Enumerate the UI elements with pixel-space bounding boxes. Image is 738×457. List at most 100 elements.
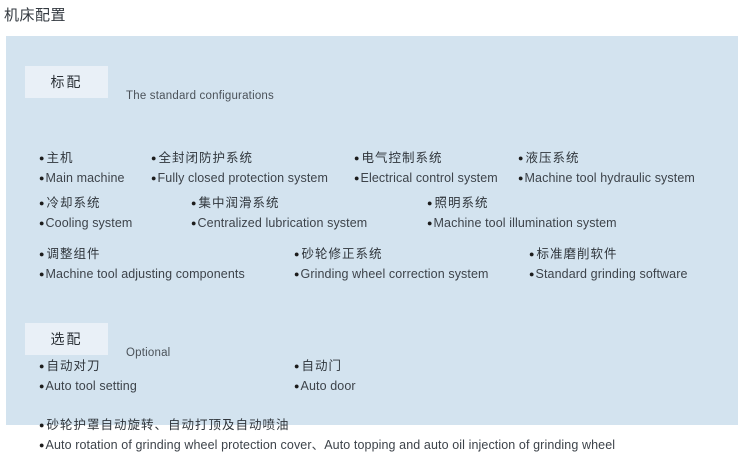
config-item-text-cn: 液压系统 [525, 151, 580, 165]
bullet-icon: ● [191, 198, 198, 208]
config-item: ●自动对刀●Auto tool setting [39, 356, 137, 396]
bullet-icon: ● [151, 173, 157, 183]
bullet-icon: ● [39, 173, 45, 183]
config-item-label-en: ●Machine tool adjusting components [39, 264, 245, 284]
config-item-label-en: ●Machine tool hydraulic system [518, 168, 695, 188]
config-item-label-cn: ●集中润滑系统 [191, 193, 367, 213]
config-item-text-cn: 冷却系统 [46, 196, 101, 210]
standard-row-3: ●调整组件●Machine tool adjusting components●… [6, 244, 738, 286]
bullet-icon: ● [294, 381, 300, 391]
bullet-icon: ● [529, 269, 535, 279]
config-item-text-cn: 调整组件 [46, 247, 101, 261]
bullet-icon: ● [518, 153, 525, 163]
config-item-text-cn: 自动对刀 [46, 359, 101, 373]
config-item-text-en: Electrical control system [360, 171, 498, 185]
config-item-label-cn: ●照明系统 [427, 193, 617, 213]
optional-caption: Optional [126, 347, 171, 359]
config-item-text-en: Machine tool illumination system [433, 216, 617, 230]
config-item-label-cn: ●砂轮修正系统 [294, 244, 489, 264]
config-item-label-cn: ●自动门 [294, 356, 356, 376]
config-item-text-cn: 集中润滑系统 [198, 196, 280, 210]
config-item: ●集中润滑系统●Centralized lubrication system [191, 193, 367, 233]
bullet-icon: ● [294, 269, 300, 279]
config-item-label-en: ●Fully closed protection system [151, 168, 328, 188]
config-item-label-cn: ●调整组件 [39, 244, 245, 264]
optional-row-2: ●砂轮护罩自动旋转、自动打顶及自动喷油●Auto rotation of gri… [6, 415, 738, 457]
bullet-icon: ● [529, 249, 536, 259]
config-item: ●电气控制系统●Electrical control system [354, 148, 498, 188]
config-item-label-cn: ●自动对刀 [39, 356, 137, 376]
config-item-text-cn: 标准磨削软件 [536, 247, 618, 261]
bullet-icon: ● [294, 361, 301, 371]
machine-configuration-panel: 标配 The standard configurations ●主机●Main … [6, 36, 738, 452]
config-item-label-en: ●Grinding wheel correction system [294, 264, 489, 284]
bullet-icon: ● [39, 420, 46, 430]
bullet-icon: ● [294, 249, 301, 259]
config-item-text-en: Auto tool setting [45, 379, 137, 393]
config-item-text-cn: 砂轮护罩自动旋转、自动打顶及自动喷油 [46, 418, 290, 432]
config-item-label-en: ●Auto tool setting [39, 376, 137, 396]
config-item-label-en: ●Standard grinding software [529, 264, 688, 284]
config-item-text-cn: 主机 [46, 151, 74, 165]
config-item-text-en: Centralized lubrication system [197, 216, 368, 230]
config-item-label-en: ●Cooling system [39, 213, 132, 233]
config-item-label-en: ●Auto door [294, 376, 356, 396]
config-item-label-en: ●Main machine [39, 168, 125, 188]
config-item: ●标准磨削软件●Standard grinding software [529, 244, 688, 284]
standard-tag-label: 标配 [50, 74, 83, 90]
config-item-text-en: Auto rotation of grinding wheel protecti… [45, 438, 616, 452]
config-item-label-cn: ●液压系统 [518, 148, 695, 168]
config-item-label-en: ●Electrical control system [354, 168, 498, 188]
config-item-label-cn: ●砂轮护罩自动旋转、自动打顶及自动喷油 [39, 415, 615, 435]
config-item-label-cn: ●标准磨削软件 [529, 244, 688, 264]
config-item-label-cn: ●电气控制系统 [354, 148, 498, 168]
bullet-icon: ● [39, 381, 45, 391]
standard-tag-badge: 标配 [25, 66, 108, 98]
standard-row-2: ●冷却系统●Cooling system●集中润滑系统●Centralized … [6, 193, 738, 235]
bullet-icon: ● [39, 218, 45, 228]
config-item-text-cn: 砂轮修正系统 [301, 247, 383, 261]
bullet-icon: ● [354, 153, 361, 163]
config-item: ●液压系统●Machine tool hydraulic system [518, 148, 695, 188]
bullet-icon: ● [354, 173, 360, 183]
page-title: 机床配置 [4, 7, 67, 24]
config-item-text-cn: 全封闭防护系统 [158, 151, 253, 165]
config-item-label-cn: ●全封闭防护系统 [151, 148, 328, 168]
bullet-icon: ● [427, 198, 434, 208]
config-item: ●调整组件●Machine tool adjusting components [39, 244, 245, 284]
bullet-icon: ● [39, 153, 46, 163]
config-item-label-cn: ●主机 [39, 148, 125, 168]
bullet-icon: ● [39, 269, 45, 279]
config-item-text-en: Machine tool hydraulic system [524, 171, 695, 185]
config-item-text-cn: 自动门 [301, 359, 342, 373]
bullet-icon: ● [39, 440, 45, 450]
standard-caption: The standard configurations [126, 90, 274, 102]
config-item-text-en: Grinding wheel correction system [300, 267, 489, 281]
standard-row-1: ●主机●Main machine●全封闭防护系统●Fully closed pr… [6, 148, 738, 190]
config-item-text-en: Main machine [45, 171, 125, 185]
config-item-label-en: ●Auto rotation of grinding wheel protect… [39, 435, 615, 455]
bullet-icon: ● [39, 198, 46, 208]
config-item-text-en: Machine tool adjusting components [45, 267, 245, 281]
bullet-icon: ● [518, 173, 524, 183]
config-item-label-cn: ●冷却系统 [39, 193, 132, 213]
config-item: ●照明系统●Machine tool illumination system [427, 193, 617, 233]
config-item-label-en: ●Machine tool illumination system [427, 213, 617, 233]
config-item-text-en: Auto door [300, 379, 356, 393]
config-item: ●冷却系统●Cooling system [39, 193, 132, 233]
config-item: ●主机●Main machine [39, 148, 125, 188]
bullet-icon: ● [39, 361, 46, 371]
config-item-text-en: Fully closed protection system [157, 171, 328, 185]
config-item-text-en: Standard grinding software [535, 267, 688, 281]
bullet-icon: ● [39, 249, 46, 259]
optional-tag-badge: 选配 [25, 323, 108, 355]
bullet-icon: ● [427, 218, 433, 228]
optional-tag-label: 选配 [50, 331, 83, 347]
config-item-text-cn: 照明系统 [434, 196, 489, 210]
config-item: ●全封闭防护系统●Fully closed protection system [151, 148, 328, 188]
config-item-label-en: ●Centralized lubrication system [191, 213, 367, 233]
bullet-icon: ● [191, 218, 197, 228]
config-item: ●自动门●Auto door [294, 356, 356, 396]
config-item-text-cn: 电气控制系统 [361, 151, 443, 165]
bullet-icon: ● [151, 153, 158, 163]
